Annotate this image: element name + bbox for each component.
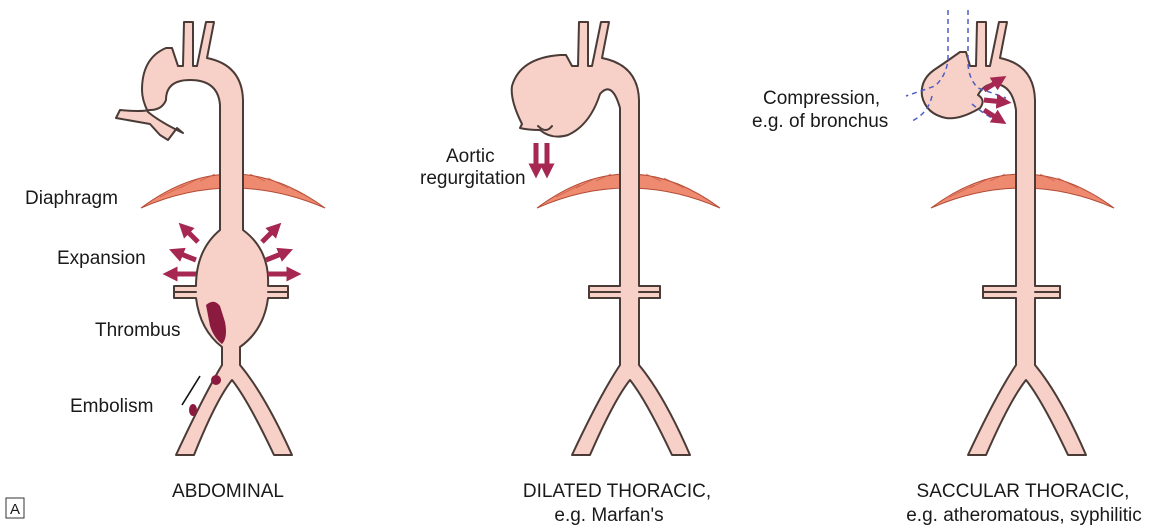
dilated-caption-line2: e.g. Marfan's [554,505,663,526]
figure-tag: A [6,498,24,518]
saccular-panel: Compression, e.g. of bronchus SACCULAR T… [752,10,1142,526]
dilated-caption-line1: DILATED THORACIC, [523,481,711,502]
aorta-dilated [512,22,690,455]
abdominal-panel: Diaphragm Expansion Thrombus Embolism AB… [25,22,325,502]
figure-tag-label: A [10,501,20,518]
aorta-saccular [922,22,1086,455]
expansion-label: Expansion [57,248,146,269]
regurgitation-label-line1: Aortic [446,146,495,167]
regurgitation-label-line2: regurgitation [420,168,526,189]
embolus-dot [211,375,221,385]
diaphragm-label: Diaphragm [25,188,118,209]
compression-label-line2: e.g. of bronchus [752,111,888,132]
saccular-caption-line2: e.g. atheromatous, syphilitic [906,505,1142,526]
thrombus-label: Thrombus [95,320,181,341]
dilated-panel: Aortic regurgitation DILATED THORACIC, e… [420,22,720,526]
saccular-caption-line1: SACCULAR THORACIC, [917,481,1130,502]
regurgitation-arrows [536,143,547,171]
embolus-dot [189,404,197,416]
abdominal-caption: ABDOMINAL [172,481,284,502]
embolism-pointer [182,376,200,405]
compression-label-line1: Compression, [763,88,880,109]
embolism-label: Embolism [70,396,153,417]
